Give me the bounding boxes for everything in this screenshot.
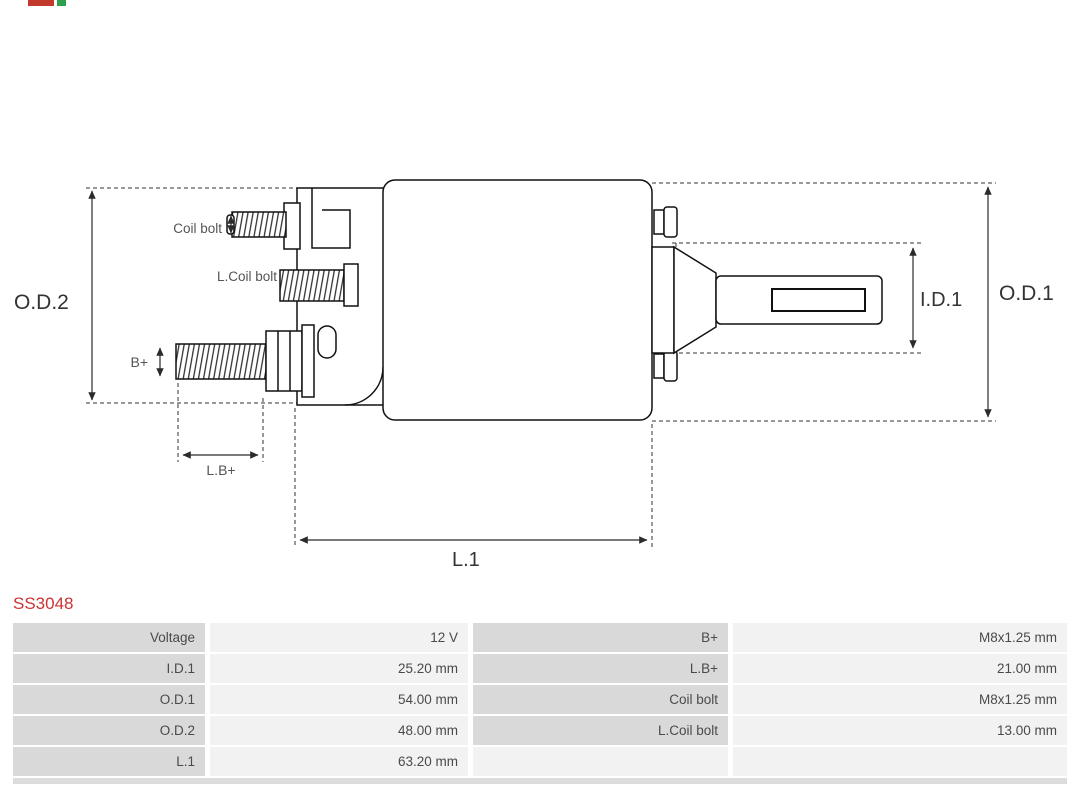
spec-value: 63.20 mm: [210, 747, 468, 776]
b-plus-washer: [301, 324, 315, 398]
spec-label: Voltage: [13, 623, 205, 652]
table-row: I.D.1 25.20 mm L.B+ 21.00 mm: [13, 654, 1067, 683]
dim-label-coil-bolt: Coil bolt: [173, 221, 222, 236]
brand-logo: [28, 0, 66, 6]
dim-label-l1: L.1: [452, 549, 480, 571]
right-bolt-top-shank: [653, 209, 665, 235]
dim-label-l-coil-bolt: L.Coil bolt: [217, 269, 277, 284]
solenoid-drawing: O.D.2 O.D.1 I.D.1 L.1 Coil bolt L.Coil b…: [14, 179, 1054, 571]
spec-table: Voltage 12 V B+ M8x1.25 mm I.D.1 25.20 m…: [8, 621, 1072, 778]
b-plus-nut-facets: [277, 331, 291, 391]
dim-label-id1: I.D.1: [920, 289, 962, 311]
part-number: SS3048: [13, 594, 74, 613]
solenoid-cylinder: [382, 179, 653, 421]
coil-bolt-stud: [231, 211, 287, 238]
spec-label: L.Coil bolt: [473, 716, 728, 745]
spec-value: 21.00 mm: [733, 654, 1067, 683]
dim-label-b-plus: B+: [130, 354, 148, 370]
dim-label-od1: O.D.1: [999, 282, 1054, 305]
right-bolt-bottom-shank: [653, 353, 665, 379]
table-row: L.1 63.20 mm: [13, 747, 1067, 776]
b-plus-rivet: [317, 325, 337, 359]
spec-value: 12 V: [210, 623, 468, 652]
spec-value: M8x1.25 mm: [733, 623, 1067, 652]
extension-lines: [86, 182, 996, 548]
spec-label: O.D.2: [13, 716, 205, 745]
flange-step-contour: [311, 188, 351, 249]
spec-value: 25.20 mm: [210, 654, 468, 683]
table-row: O.D.1 54.00 mm Coil bolt M8x1.25 mm: [13, 685, 1067, 714]
table-row: Voltage 12 V B+ M8x1.25 mm: [13, 623, 1067, 652]
b-plus-nut: [265, 330, 303, 392]
dim-label-od2: O.D.2: [14, 291, 69, 314]
right-bolt-top-head: [663, 206, 678, 238]
spec-label: O.D.1: [13, 685, 205, 714]
solenoid-diagram: O.D.2 O.D.1 I.D.1 L.1 Coil bolt L.Coil b…: [14, 179, 1054, 571]
plunger-disc: [651, 246, 675, 354]
spec-label: [473, 747, 728, 776]
plunger-cone: [673, 245, 717, 355]
dimension-lines: [88, 186, 992, 544]
spec-value: 13.00 mm: [733, 716, 1067, 745]
brand-logo-green-bar: [57, 0, 66, 6]
table-row: O.D.2 48.00 mm L.Coil bolt 13.00 mm: [13, 716, 1067, 745]
plunger-slot: [771, 288, 866, 312]
spec-value: [733, 747, 1067, 776]
spec-value: 48.00 mm: [210, 716, 468, 745]
right-bolt-bottom-head: [663, 350, 678, 382]
b-plus-stud: [175, 343, 267, 380]
spec-label: Coil bolt: [473, 685, 728, 714]
spec-label: L.1: [13, 747, 205, 776]
brand-logo-red-bar: [28, 0, 54, 6]
table-bottom-strip: [13, 778, 1067, 784]
spec-label: I.D.1: [13, 654, 205, 683]
solenoid-body: [175, 179, 883, 421]
dim-label-lb-plus: L.B+: [206, 462, 235, 478]
spec-value: M8x1.25 mm: [733, 685, 1067, 714]
coil-bushing: [279, 269, 345, 302]
spec-value: 54.00 mm: [210, 685, 468, 714]
spec-label: L.B+: [473, 654, 728, 683]
spec-label: B+: [473, 623, 728, 652]
coil-bushing-collar: [343, 263, 359, 307]
